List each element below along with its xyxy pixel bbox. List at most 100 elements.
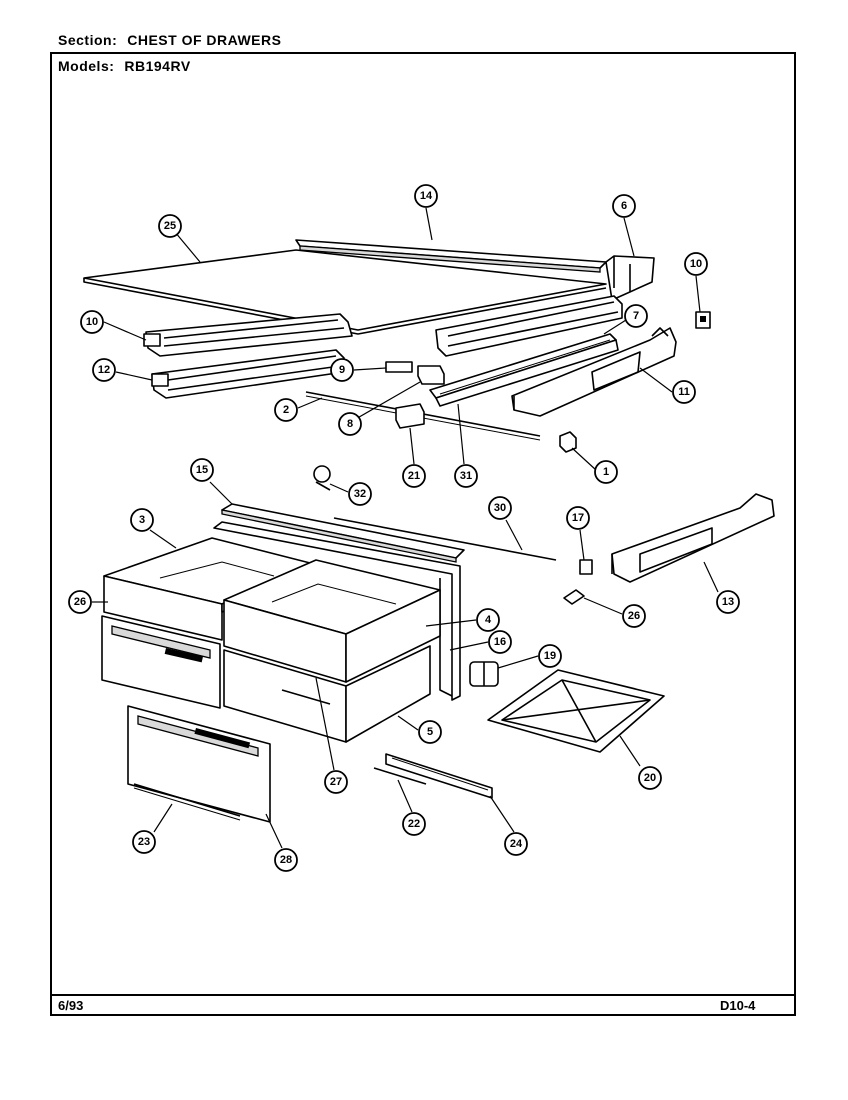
svg-text:3: 3 bbox=[139, 514, 145, 526]
callout-25: 25 bbox=[158, 214, 182, 238]
svg-text:6: 6 bbox=[621, 200, 627, 212]
callout-13: 13 bbox=[716, 590, 740, 614]
callout-3: 3 bbox=[130, 508, 154, 532]
right-end-cap bbox=[605, 255, 655, 301]
callout-32: 32 bbox=[348, 482, 372, 506]
svg-text:13: 13 bbox=[722, 596, 734, 608]
section-heading: Section: CHEST OF DRAWERS bbox=[58, 32, 281, 48]
svg-text:1: 1 bbox=[603, 466, 609, 478]
drawer-slide-track bbox=[429, 333, 619, 407]
callout-19: 19 bbox=[538, 644, 562, 668]
svg-text:7: 7 bbox=[633, 310, 639, 322]
svg-text:16: 16 bbox=[494, 636, 506, 648]
svg-text:25: 25 bbox=[164, 220, 176, 232]
cover-trim-strip bbox=[295, 239, 607, 273]
callout-28: 28 bbox=[274, 848, 298, 872]
section-label: Section: bbox=[58, 32, 118, 48]
callout-22: 22 bbox=[402, 812, 426, 836]
stop-block-8 bbox=[417, 365, 445, 385]
left-drawer-front-lower bbox=[101, 615, 221, 709]
callout-26: 26 bbox=[68, 590, 92, 614]
svg-text:26: 26 bbox=[74, 596, 86, 608]
svg-text:15: 15 bbox=[196, 464, 208, 476]
left-slide-rail-upper bbox=[143, 313, 353, 357]
svg-text:11: 11 bbox=[678, 386, 690, 398]
svg-text:2: 2 bbox=[283, 404, 289, 416]
clip-1-part bbox=[559, 431, 577, 453]
svg-text:8: 8 bbox=[347, 418, 353, 430]
svg-text:10: 10 bbox=[690, 258, 702, 270]
svg-text:30: 30 bbox=[494, 502, 506, 514]
callout-11: 11 bbox=[672, 380, 696, 404]
footer-divider bbox=[50, 994, 796, 996]
callout-27: 27 bbox=[324, 770, 348, 794]
svg-text:5: 5 bbox=[427, 726, 433, 738]
footer-date: 6/93 bbox=[58, 998, 84, 1013]
svg-text:9: 9 bbox=[339, 364, 345, 376]
callout-31: 31 bbox=[454, 464, 478, 488]
svg-text:12: 12 bbox=[98, 364, 110, 376]
svg-text:22: 22 bbox=[408, 818, 420, 830]
svg-text:28: 28 bbox=[280, 854, 292, 866]
models-label: Models: bbox=[58, 58, 115, 74]
diagram-frame bbox=[50, 52, 796, 1016]
clamp-32-part bbox=[313, 465, 331, 491]
callout-10: 10 bbox=[80, 310, 104, 334]
svg-text:20: 20 bbox=[644, 772, 656, 784]
bottom-tray-20 bbox=[487, 669, 665, 753]
svg-text:23: 23 bbox=[138, 836, 150, 848]
fastener-26-part bbox=[563, 589, 585, 605]
callout-markers: 25 14 6 10 10 7 12 9 11 2 8 1 21 31 15 3… bbox=[68, 184, 740, 872]
svg-text:31: 31 bbox=[460, 470, 472, 482]
footer-page-code: D10-4 bbox=[720, 998, 756, 1013]
svg-text:17: 17 bbox=[572, 512, 584, 524]
cover-panel bbox=[83, 249, 607, 335]
right-support-rail-13 bbox=[611, 493, 775, 583]
callout-20: 20 bbox=[638, 766, 662, 790]
right-support-bracket bbox=[511, 327, 677, 417]
callout-15: 15 bbox=[190, 458, 214, 482]
callout-8: 8 bbox=[338, 412, 362, 436]
callout-7: 7 bbox=[624, 304, 648, 328]
retainer-clip-19 bbox=[469, 661, 499, 687]
rail-22 bbox=[373, 767, 427, 785]
callout-9: 9 bbox=[330, 358, 354, 382]
callout-30: 30 bbox=[488, 496, 512, 520]
models-value: RB194RV bbox=[124, 58, 191, 74]
callout-12: 12 bbox=[92, 358, 116, 382]
callout-5: 5 bbox=[418, 720, 442, 744]
svg-text:21: 21 bbox=[408, 470, 420, 482]
svg-text:10: 10 bbox=[86, 316, 98, 328]
models-heading: Models: RB194RV bbox=[58, 58, 191, 74]
callout-1: 1 bbox=[594, 460, 618, 484]
support-block-21 bbox=[395, 403, 425, 429]
stop-block-9 bbox=[385, 361, 413, 373]
callout-6: 6 bbox=[612, 194, 636, 218]
callout-16: 16 bbox=[488, 630, 512, 654]
callout-4: 4 bbox=[476, 608, 500, 632]
callout-2: 2 bbox=[274, 398, 298, 422]
front-trim-strip-15 bbox=[221, 503, 465, 563]
svg-text:32: 32 bbox=[354, 488, 366, 500]
right-drawer bbox=[223, 559, 441, 683]
lower-drawer bbox=[223, 645, 431, 743]
right-slide-rail bbox=[435, 295, 623, 357]
divider-rod-30 bbox=[333, 517, 557, 561]
svg-text:27: 27 bbox=[330, 776, 342, 788]
svg-text:26: 26 bbox=[628, 610, 640, 622]
callout-10: 10 bbox=[684, 252, 708, 276]
clip-17-part bbox=[579, 559, 593, 575]
svg-text:24: 24 bbox=[510, 838, 523, 850]
left-slide-rail-lower bbox=[151, 349, 345, 399]
callout-23: 23 bbox=[132, 830, 156, 854]
svg-text:19: 19 bbox=[544, 650, 556, 662]
callout-21: 21 bbox=[402, 464, 426, 488]
callout-17: 17 bbox=[566, 506, 590, 530]
callout-26: 26 bbox=[622, 604, 646, 628]
section-value: CHEST OF DRAWERS bbox=[127, 32, 282, 48]
svg-text:4: 4 bbox=[485, 614, 492, 626]
svg-text:14: 14 bbox=[420, 190, 433, 202]
trim-strip-23 bbox=[133, 783, 241, 821]
clip-10-part bbox=[695, 311, 711, 329]
